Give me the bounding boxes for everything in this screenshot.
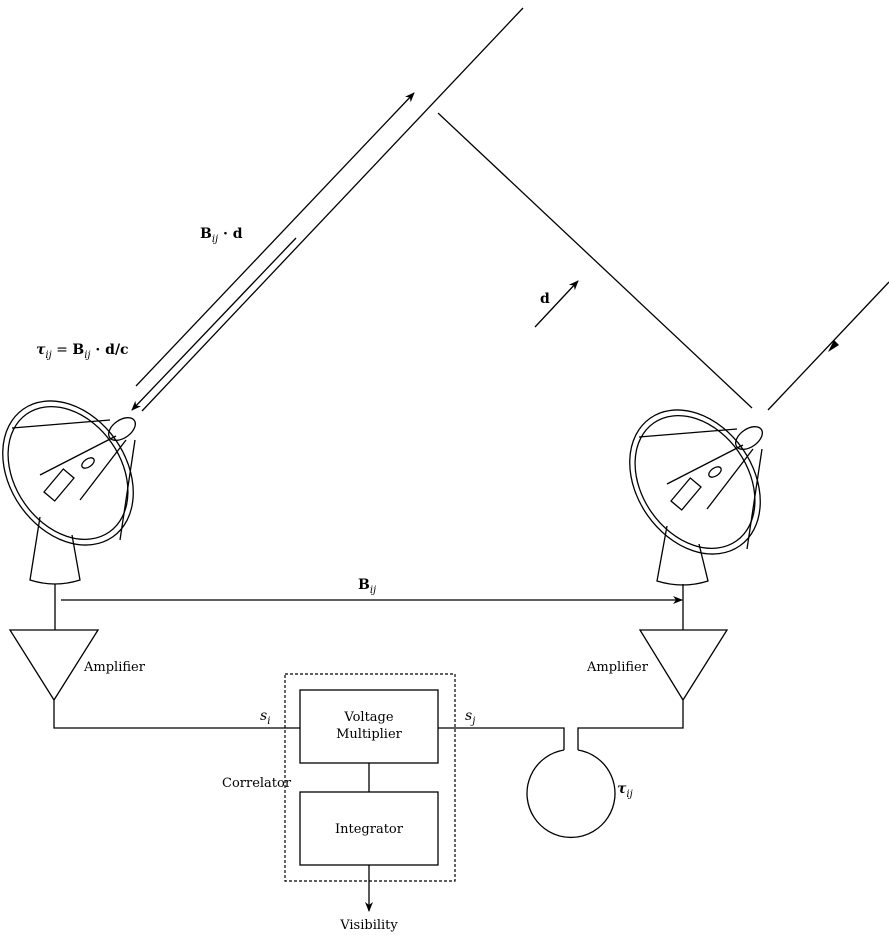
correlator-label: Correlator (222, 776, 292, 791)
d-direction-arrow (534, 280, 579, 328)
signal-line-right (577, 700, 684, 750)
correlator-box (284, 673, 456, 882)
incoming-ray-arrowhead (828, 340, 839, 352)
voltage-label: Voltage (343, 710, 393, 725)
s-j-label: sj (465, 708, 475, 727)
amplifier-left-label: Amplifier (83, 660, 146, 675)
amplifier-right-triangle (638, 629, 729, 702)
amplifier-left-triangle (8, 629, 100, 702)
antenna-left (2, 400, 136, 585)
d-vector-label: d (540, 291, 550, 307)
delay-loop (526, 749, 616, 839)
baseline-label: Bij (358, 577, 376, 596)
tau-delay-label: τij (617, 781, 633, 800)
signal-line-left (53, 700, 300, 729)
bij-d-arrow-up (135, 92, 415, 387)
amplifier-right-label: Amplifier (586, 660, 649, 675)
multiplier-label: Multiplier (336, 727, 403, 742)
tau-equation-label: τij = Bij · d/c (36, 342, 129, 361)
bij-d-arrow-down (131, 237, 297, 411)
visibility-label: Visibility (339, 918, 398, 933)
incoming-ray-right (767, 281, 889, 411)
wavefront-line-right (437, 112, 753, 409)
signal-line-mid (438, 727, 565, 750)
bij-dot-d-label: Bij · d (200, 226, 243, 245)
integrator-label: Integrator (335, 822, 404, 837)
s-i-label: si (260, 708, 270, 727)
antenna-right (629, 409, 763, 586)
wavefront-line-left (141, 7, 524, 412)
